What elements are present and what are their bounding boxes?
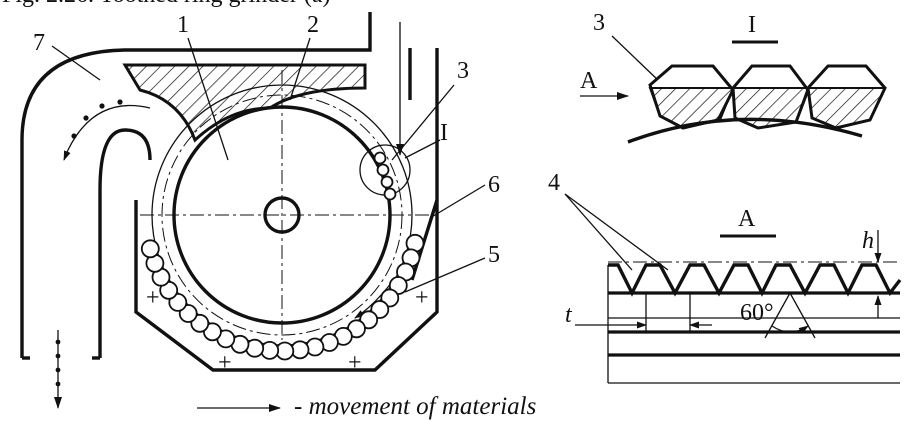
grinder-main-view: I + + + + 1 2 3 6 5 7 xyxy=(20,12,500,409)
feed-ball xyxy=(380,175,394,189)
dim-h: h xyxy=(862,228,874,254)
plus-4: + xyxy=(415,285,429,311)
view-A: A 4 t 60° h xyxy=(548,170,902,384)
detail-label-3: 3 xyxy=(593,10,605,36)
detail-ring-surface xyxy=(627,117,863,144)
feed-ball xyxy=(383,187,397,201)
detail-I-title: I xyxy=(748,12,756,38)
chute-flow-arc xyxy=(67,104,151,151)
label-5: 5 xyxy=(488,242,500,268)
dim-t: t xyxy=(565,302,573,328)
grinding-balls xyxy=(140,151,425,361)
detail-I-leader xyxy=(404,139,441,159)
legend-text: - movement of materials xyxy=(294,393,536,420)
feed-ball xyxy=(373,151,387,165)
angle-60: 60° xyxy=(740,300,774,326)
plus-1: + xyxy=(146,285,160,311)
plus-3: + xyxy=(348,350,362,376)
top-caption: Fig. 2.26. Toothed ring grinder (a) xyxy=(2,0,331,8)
plus-2: + xyxy=(218,350,232,376)
view-label-4: 4 xyxy=(548,170,560,196)
label-7: 7 xyxy=(33,30,45,56)
discharge-chute-inner xyxy=(98,128,152,358)
feed-ball xyxy=(376,163,390,177)
label-I: I xyxy=(440,120,448,146)
legend: - movement of materials xyxy=(197,393,536,420)
label-3: 3 xyxy=(457,58,469,84)
label-6: 6 xyxy=(488,172,500,198)
view-A-title: A xyxy=(738,206,756,232)
discharge-chute-outer xyxy=(20,12,372,358)
hatched-housing-block xyxy=(122,63,367,143)
sawtooth-teeth xyxy=(608,263,902,297)
lower-trough xyxy=(134,200,439,372)
label-2: 2 xyxy=(307,12,319,38)
label-1: 1 xyxy=(177,12,189,38)
grinding-ball xyxy=(140,239,160,259)
view-A-arrow-label: A xyxy=(580,68,598,94)
detail-I-view: I 3 A xyxy=(580,10,887,144)
